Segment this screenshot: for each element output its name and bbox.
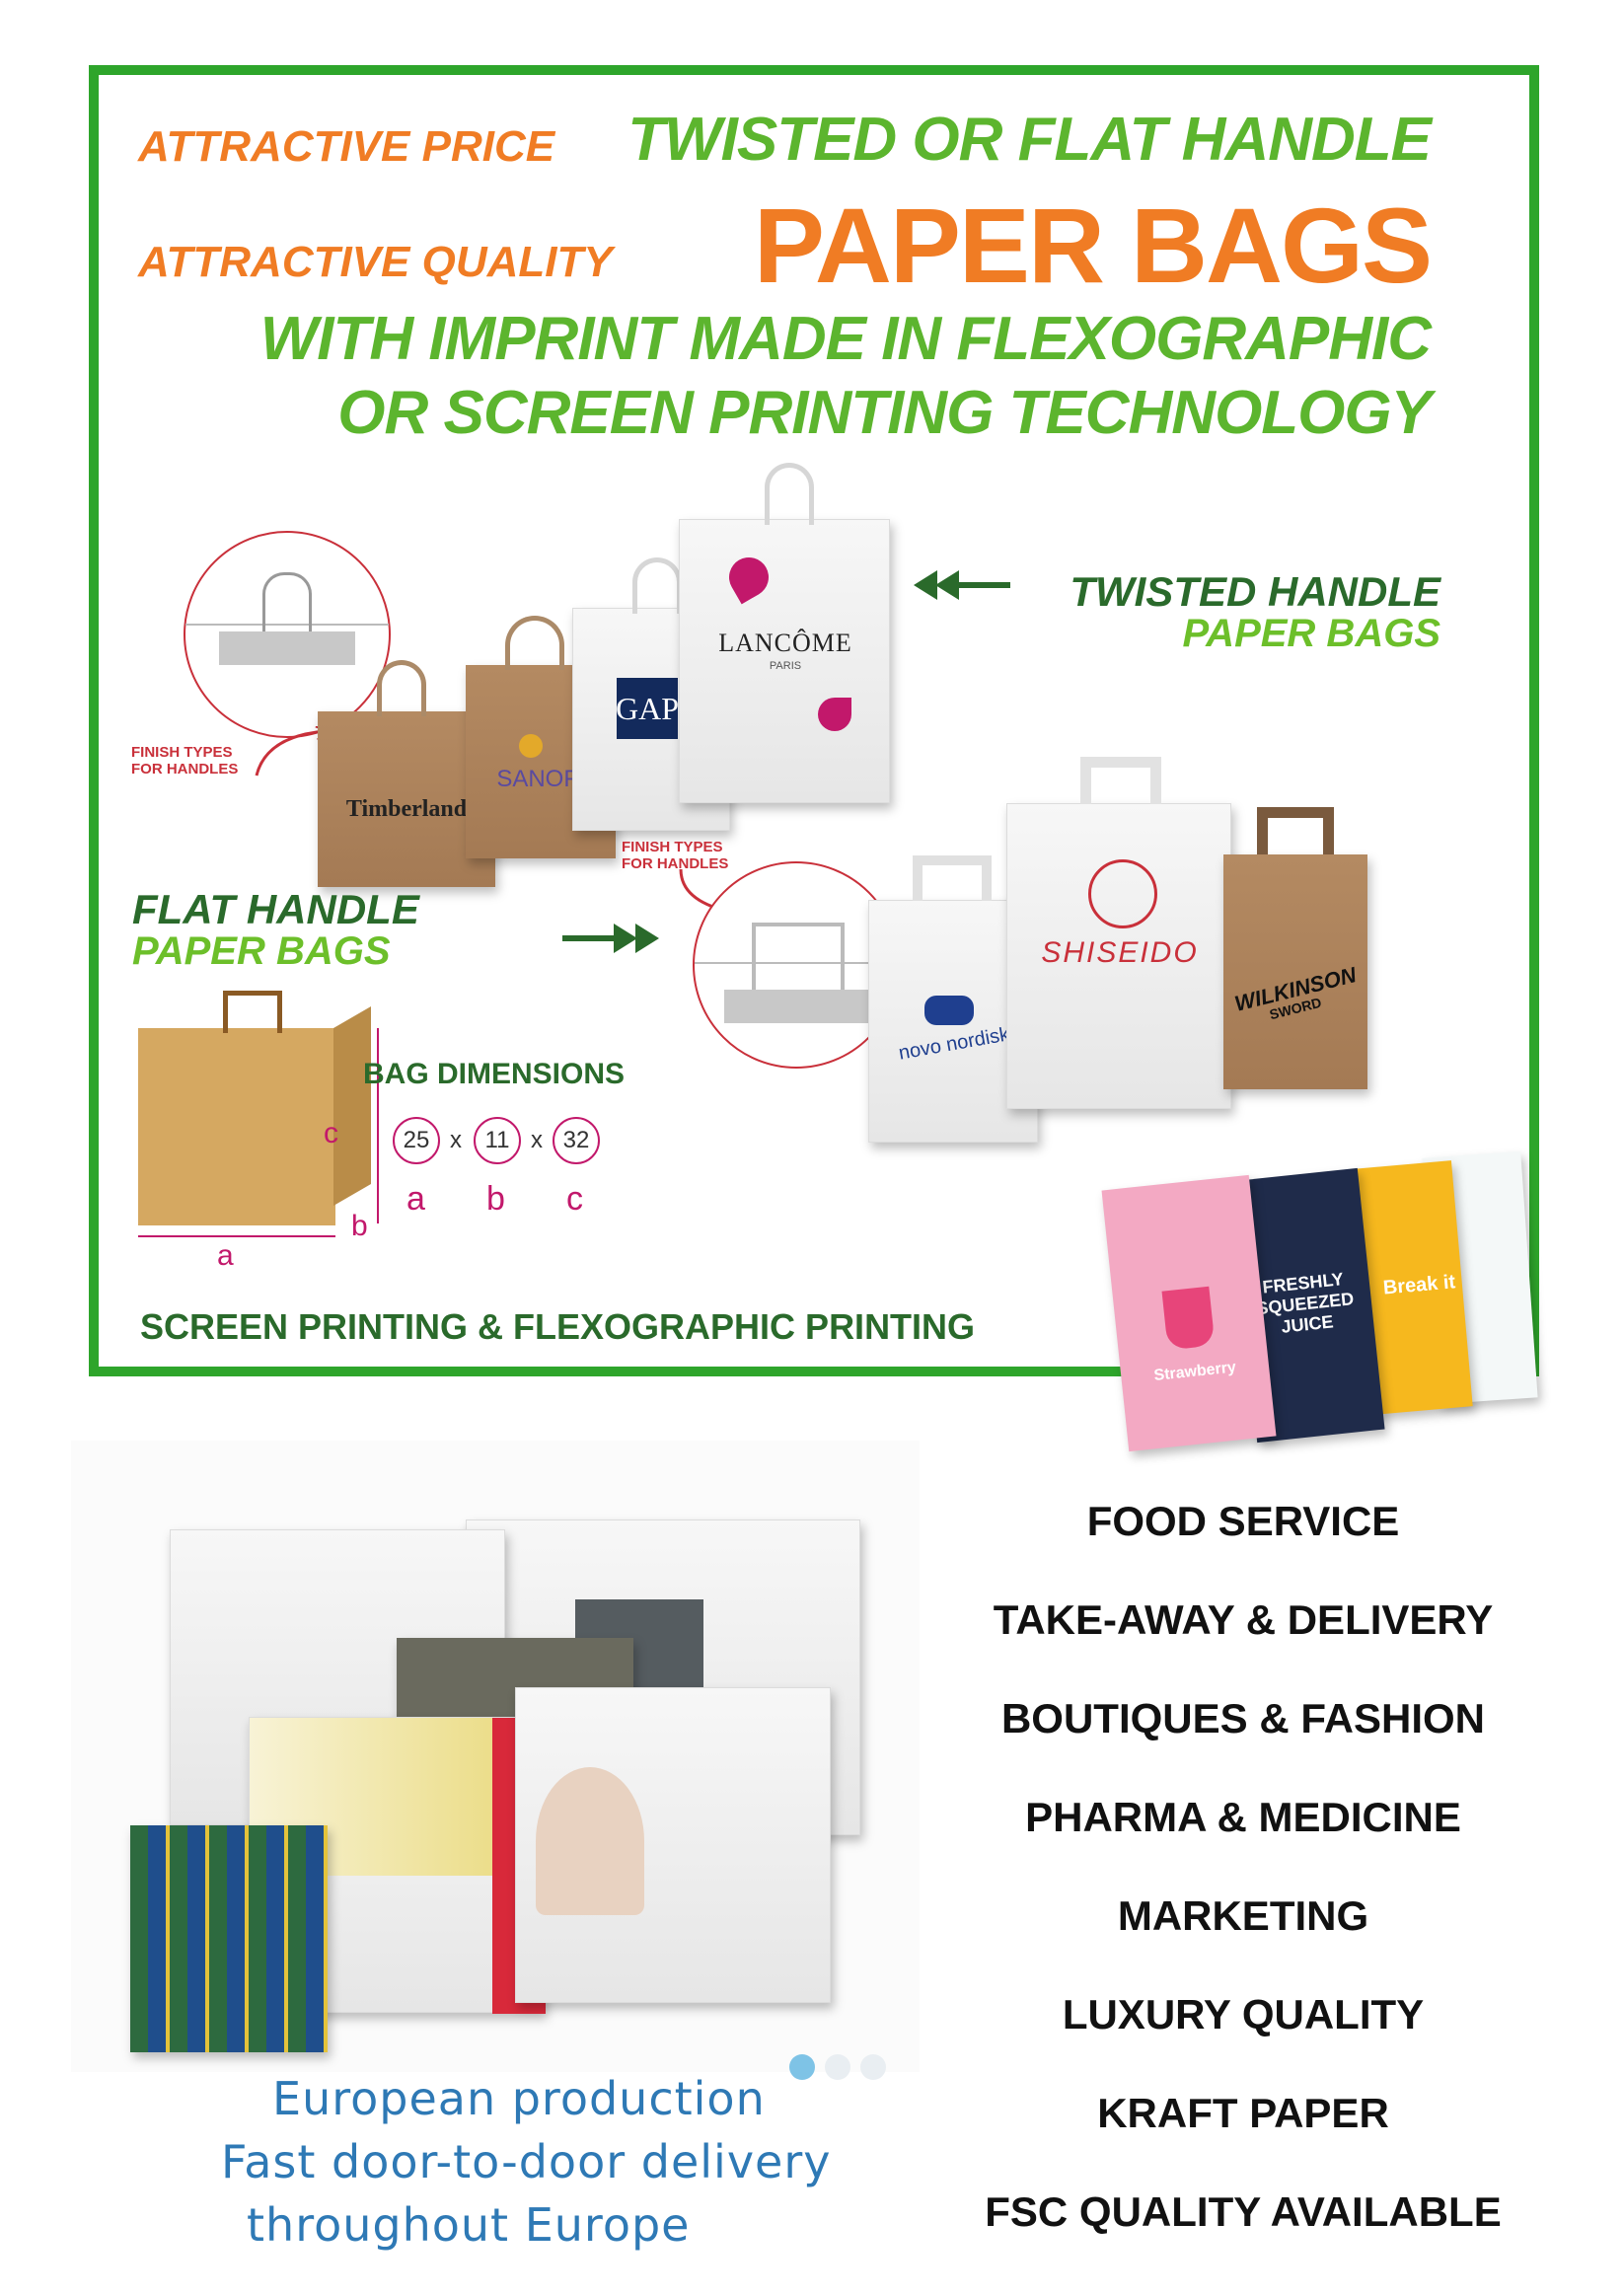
use-case-luxury: LUXURY QUALITY: [1062, 1991, 1425, 2037]
carousel-dot-3[interactable]: [860, 2054, 886, 2080]
shiseido-label: SHISEIDO: [1041, 936, 1199, 969]
title-line-3: WITH IMPRINT MADE IN FLEXOGRAPHIC: [259, 305, 1432, 373]
use-case-kraft: KRAFT PAPER: [1097, 2090, 1389, 2136]
use-case-fsc: FSC QUALITY AVAILABLE: [985, 2188, 1502, 2235]
flyer-frame: ATTRACTIVE PRICE ATTRACTIVE QUALITY TWIS…: [89, 65, 1539, 1376]
dim-letter-c: c: [566, 1180, 583, 1218]
attractive-quality: ATTRACTIVE QUALITY: [138, 238, 613, 286]
dim-value-c: 32: [553, 1117, 600, 1164]
twisted-handle-detail: [184, 531, 391, 738]
twisted-label-2: PAPER BAGS: [1182, 612, 1440, 655]
use-case-boutiques: BOUTIQUES & FASHION: [1000, 1695, 1486, 1741]
use-case-take-away: TAKE-AWAY & DELIVERY: [993, 1596, 1494, 1643]
title-line-4: OR SCREEN PRINTING TECHNOLOGY: [337, 379, 1432, 447]
printing-label: SCREEN PRINTING & FLEXOGRAPHIC PRINTING: [140, 1306, 976, 1347]
gap-logo: GAP: [616, 678, 679, 739]
lancome-label: LANCÔME: [718, 629, 852, 657]
colorful-bags-group: Break it FRESHLY SQUEEZED JUICE Strawber…: [1101, 1095, 1539, 1452]
diagram-label-a: a: [217, 1239, 234, 1272]
dim-letter-b: b: [486, 1180, 505, 1218]
flat-label-2: PAPER BAGS: [132, 929, 391, 973]
dim-sep-2: x: [531, 1127, 543, 1153]
twisted-finish-label: FINISH TYPES FOR HANDLES: [131, 744, 239, 778]
diagram-label-b: b: [351, 1210, 368, 1242]
use-case-food-service: FOOD SERVICE: [1086, 1498, 1400, 1544]
dimension-bag-front: [138, 1028, 335, 1225]
dim-letter-a: a: [406, 1180, 425, 1218]
bag-yellow-label: Break it: [1381, 1271, 1456, 1299]
use-case-marketing: MARKETING: [1117, 1892, 1369, 1939]
dimension-bag-side: [333, 1006, 371, 1206]
double-left-arrow-icon: [914, 570, 1010, 600]
timberland-label: Timberland: [345, 796, 468, 822]
carousel-dot-2[interactable]: [825, 2054, 850, 2080]
dim-line-a: [138, 1235, 335, 1237]
product-collage: [71, 1441, 920, 2080]
carousel-dot-1[interactable]: [789, 2054, 815, 2080]
lancome-sub: PARIS: [769, 660, 802, 672]
dimension-bag-handle: [223, 991, 282, 1033]
dim-value-b: 11: [474, 1117, 521, 1164]
flat-label-1: FLAT HANDLE: [132, 886, 419, 932]
attractive-price: ATTRACTIVE PRICE: [138, 122, 555, 171]
bag-wilkinson: WILKINSON SWORD: [1223, 807, 1367, 1089]
footer-line-3: throughout Europe: [247, 2198, 691, 2252]
dim-sep-1: x: [450, 1127, 462, 1153]
diagram-label-c: c: [324, 1117, 338, 1149]
footer-line-2: Fast door-to-door delivery: [221, 2135, 832, 2188]
collage-bag-tartan: [130, 1825, 328, 2052]
bag-lancome: LANCÔME PARIS: [679, 463, 890, 803]
dim-value-a: 25: [393, 1117, 440, 1164]
collage-bag-skincare: [515, 1687, 831, 2003]
sanofi-label: SANOFI: [496, 766, 585, 792]
bag-pink: Strawberry: [1101, 1174, 1277, 1452]
footer-line-1: European production: [272, 2072, 766, 2125]
bag-dimensions-title: BAG DIMENSIONS: [363, 1058, 626, 1090]
double-right-arrow-icon: [562, 924, 659, 953]
twisted-label-1: TWISTED HANDLE: [1070, 568, 1440, 615]
bag-pink-label: Strawberry: [1152, 1359, 1237, 1384]
dim-line-c: [377, 1028, 379, 1223]
title-line-1: TWISTED OR FLAT HANDLE: [627, 106, 1432, 174]
bag-shiseido: SHISEIDO: [1006, 757, 1231, 1109]
flat-handle-detail: [693, 861, 900, 1069]
use-case-pharma: PHARMA & MEDICINE: [1025, 1794, 1461, 1840]
flat-finish-label: FINISH TYPES FOR HANDLES: [622, 839, 729, 872]
title-line-2: PAPER BAGS: [753, 185, 1433, 305]
